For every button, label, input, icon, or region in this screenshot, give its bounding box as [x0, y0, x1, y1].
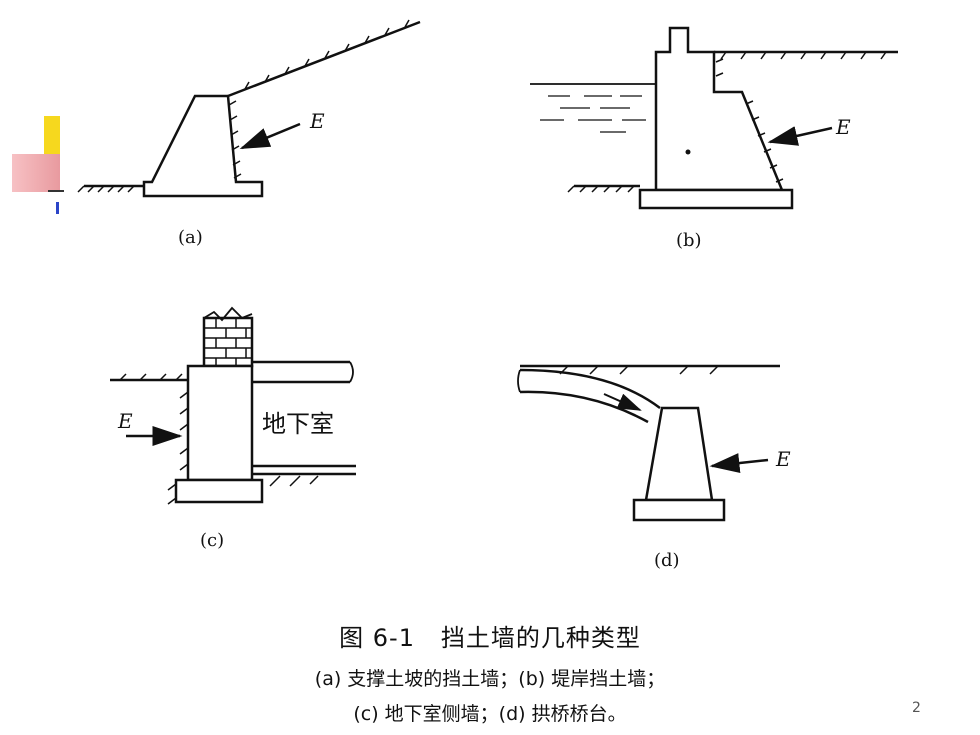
panel-d-abutment — [644, 406, 714, 502]
panel-b — [530, 26, 898, 210]
panel-b-force-label: E — [835, 115, 851, 139]
panel-c-label: (c) — [200, 530, 224, 551]
panel-b-top-hatch — [720, 51, 887, 60]
panel-d-force-arrow — [709, 453, 769, 474]
panel-c-brick-courses — [204, 318, 252, 366]
panel-d-label: (d) — [654, 550, 680, 571]
panel-a-backfill-hatch — [228, 100, 242, 179]
decorative-blue-tick — [56, 202, 59, 214]
panel-d-arch-end — [517, 369, 521, 393]
panel-b-label: (b) — [676, 230, 702, 251]
panel-b-wall — [654, 26, 784, 192]
panel-c-footing — [174, 478, 264, 504]
panel-a — [77, 19, 421, 198]
panel-c-backfill-hatch — [167, 391, 189, 505]
panel-b-ground-hatch — [567, 185, 635, 193]
panel-d-arch-bottom — [519, 390, 649, 424]
panel-a-force-label: E — [309, 109, 325, 133]
panel-b-force-arrow — [767, 126, 833, 146]
panel-b-back-hatch — [715, 58, 784, 183]
panel-c-room-label: 地下室 — [262, 410, 334, 438]
panel-a-label: (a) — [178, 227, 203, 248]
panel-c-base-hatch — [269, 475, 319, 487]
panel-a-slope-hatch — [244, 19, 410, 90]
panel-d-arch-top — [519, 368, 661, 409]
panel-c-wall — [186, 364, 254, 482]
panel-d-force-label: E — [775, 447, 791, 471]
panel-c-break-mark — [203, 306, 253, 322]
page-number: 2 — [912, 700, 921, 716]
panel-c — [110, 306, 356, 505]
figure-caption-line-1: (a) 支撑土坡的挡土墙；(b) 堤岸挡土墙； — [314, 668, 666, 690]
panel-d-thrust-arrow — [603, 393, 642, 411]
panel-a-slope — [227, 20, 421, 98]
panel-d — [517, 364, 780, 522]
panel-c-force-label: E — [117, 409, 133, 433]
panel-b-water-ripples — [540, 95, 646, 133]
panel-a-ground-hatch — [77, 185, 135, 193]
panel-d-footing — [632, 498, 726, 522]
panel-c-brick-pier — [202, 316, 254, 368]
panel-b-center-dot — [685, 149, 691, 155]
decorative-pink-block — [12, 154, 60, 192]
figure-caption-line-2: (c) 地下室侧墙；(d) 拱桥桥台。 — [353, 703, 627, 725]
panel-c-slab-end — [349, 361, 354, 383]
decorative-dash — [48, 190, 64, 192]
panel-d-ground-hatch — [559, 365, 719, 375]
panel-b-footing — [638, 188, 794, 210]
figure-caption-title: 图 6-1 挡土墙的几种类型 — [339, 624, 641, 652]
panel-a-force-arrow — [239, 122, 301, 150]
panel-c-ground-hatch — [119, 373, 183, 381]
